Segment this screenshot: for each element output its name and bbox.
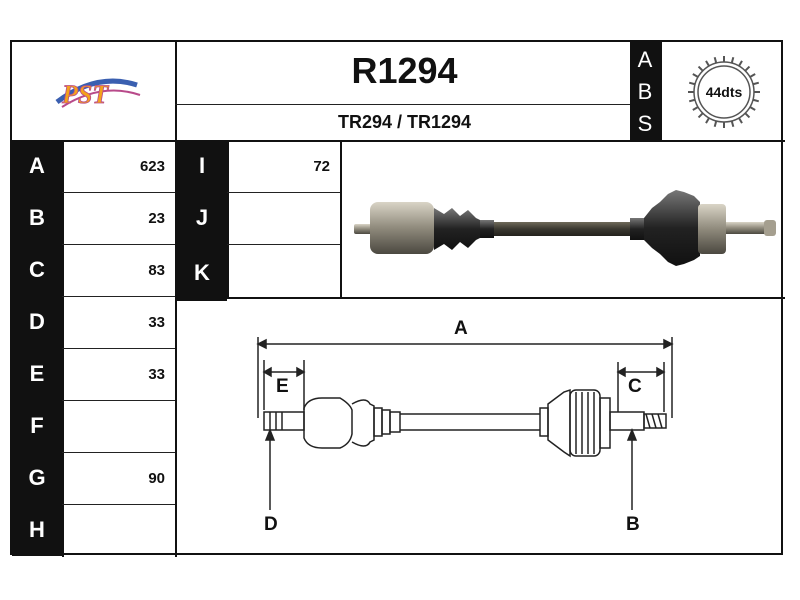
header-divider	[12, 140, 785, 142]
gear-tooth	[749, 73, 756, 78]
gear-tooth	[730, 56, 735, 64]
left-table-label: G	[12, 452, 62, 504]
mid-label-divider	[227, 140, 229, 298]
left-table-row-divider	[62, 452, 175, 453]
gear-tooth	[692, 106, 699, 111]
photo-bottom-divider	[175, 297, 785, 299]
logo-text: PST	[61, 80, 109, 109]
abs-indicator: A B S	[630, 42, 660, 142]
gear-tooth	[744, 112, 751, 119]
mid-table-row-divider	[227, 192, 340, 193]
gear-tooth	[705, 117, 710, 124]
gear-tooth	[749, 106, 756, 111]
left-table-value: 90	[148, 470, 165, 487]
drive-shaft-photo	[354, 190, 776, 266]
left-table-row-divider	[62, 296, 175, 297]
left-table-value	[64, 504, 175, 556]
left-table-label: H	[12, 504, 62, 556]
mid-table-row-divider	[227, 244, 340, 245]
gear-tooth	[744, 65, 751, 72]
left-table-label: D	[12, 296, 62, 348]
left-table-label: C	[12, 244, 62, 296]
cross-references: TR294 / TR1294	[337, 112, 472, 132]
left-table-value: 33	[148, 314, 165, 331]
abs-letter-b: B	[637, 79, 653, 104]
abs-gear-icon	[688, 56, 760, 128]
left-table-label: E	[12, 348, 62, 400]
diagram-label-b: B	[626, 514, 640, 535]
mid-table-divider	[340, 140, 342, 298]
left-table-value: 623	[139, 158, 165, 175]
gear-tooth	[713, 56, 718, 64]
diagram-label-c: C	[628, 376, 642, 397]
left-table-row-divider	[62, 400, 175, 401]
diagram-label-a: A	[454, 318, 468, 339]
logo-divider	[175, 42, 177, 140]
gear-tooth	[697, 112, 704, 119]
abs-divider-right	[660, 42, 662, 140]
gear-tooth	[713, 120, 718, 128]
title-divider	[175, 104, 630, 105]
left-table-value: 23	[148, 210, 165, 227]
gear-tooth	[692, 73, 699, 78]
gear-tooth	[738, 60, 743, 67]
left-table-value: 83	[148, 262, 165, 279]
gear-tooth	[738, 117, 743, 124]
abs-teeth-count: 44dts	[705, 84, 743, 100]
gear-tooth	[688, 81, 696, 86]
mid-table-label: K	[177, 244, 227, 301]
dimension-diagram	[256, 337, 674, 510]
mid-table-value	[229, 244, 340, 296]
left-table-label: A	[12, 140, 62, 192]
gear-tooth	[705, 60, 710, 67]
left-table-value: 33	[148, 366, 165, 383]
pst-logo: PST	[55, 78, 141, 109]
left-table-value	[64, 400, 175, 452]
mid-table-label: I	[177, 140, 227, 192]
gear-tooth	[752, 98, 760, 103]
left-table-row-divider	[62, 348, 175, 349]
left-table-label: B	[12, 192, 62, 244]
mid-table-label: J	[177, 192, 227, 244]
spec-sheet: PST R1294 TR294 / TR1294 A B S 44dts A 62…	[10, 40, 785, 557]
part-number: R1294	[351, 50, 458, 91]
abs-letter-s: S	[637, 111, 653, 136]
gear-tooth	[752, 81, 760, 86]
left-table-label: F	[12, 400, 62, 452]
diagram-label-e: E	[276, 376, 289, 397]
left-table-row-divider	[62, 504, 175, 505]
gear-tooth	[697, 65, 704, 72]
abs-letter-a: A	[637, 47, 653, 72]
left-table-divider	[175, 140, 177, 557]
left-table-row-divider	[62, 192, 175, 193]
left-table-row-divider	[62, 244, 175, 245]
diagram-label-d: D	[264, 514, 278, 535]
mid-table-value	[229, 192, 340, 244]
gear-tooth	[688, 98, 696, 103]
gear-tooth	[730, 120, 735, 128]
mid-table-value: 72	[313, 158, 330, 175]
